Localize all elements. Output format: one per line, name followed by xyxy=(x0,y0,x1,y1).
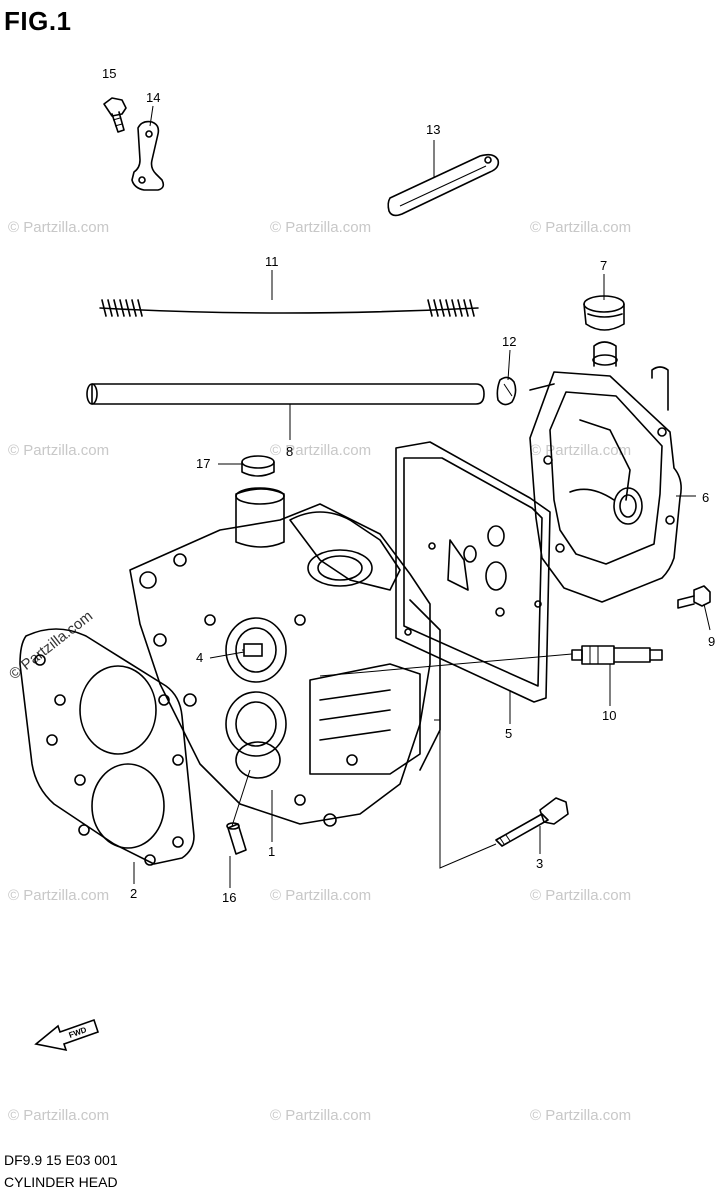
watermark: © Partzilla.com xyxy=(270,219,371,236)
watermark: © Partzilla.com xyxy=(530,219,631,236)
part-2-head-gasket xyxy=(19,628,195,866)
part-16-dowel-pin xyxy=(226,822,247,855)
callout-2: 2 xyxy=(130,886,137,901)
callout-13: 13 xyxy=(426,122,440,137)
part-11-spring-rod xyxy=(99,299,479,317)
part-6-head-cover xyxy=(529,341,682,603)
fwd-arrow: FWD xyxy=(34,1018,100,1052)
part-7-cap xyxy=(583,295,625,331)
callout-8: 8 xyxy=(286,444,293,459)
callout-16: 16 xyxy=(222,890,236,905)
part-5-gasket xyxy=(395,441,551,703)
part-3-bolt xyxy=(495,797,569,847)
watermark: © Partzilla.com xyxy=(270,1107,371,1124)
callout-7: 7 xyxy=(600,258,607,273)
watermark: © Partzilla.com xyxy=(270,887,371,904)
part-12-clip xyxy=(496,376,517,406)
leader-lines xyxy=(133,105,711,888)
callout-6: 6 xyxy=(702,490,709,505)
part-9-bolt xyxy=(677,585,711,609)
part-8-tube xyxy=(86,383,485,405)
callout-12: 12 xyxy=(502,334,516,349)
watermark: © Partzilla.com xyxy=(530,1107,631,1124)
part-14-bracket xyxy=(131,120,165,191)
callout-5: 5 xyxy=(505,726,512,741)
diagram-name: CYLINDER HEAD xyxy=(4,1174,118,1190)
callout-10: 10 xyxy=(602,708,616,723)
diagram-code: DF9.9 15 E03 001 xyxy=(4,1152,118,1168)
callout-17: 17 xyxy=(196,456,210,471)
watermark-rotated: © Partzilla.com xyxy=(6,608,96,684)
callout-14: 14 xyxy=(146,90,160,105)
callout-9: 9 xyxy=(708,634,715,649)
watermark: © Partzilla.com xyxy=(8,219,109,236)
watermark: © Partzilla.com xyxy=(8,887,109,904)
watermark: © Partzilla.com xyxy=(8,442,109,459)
callout-3: 3 xyxy=(536,856,543,871)
part-15-bolt xyxy=(103,97,127,133)
watermark: © Partzilla.com xyxy=(8,1107,109,1124)
part-10-sensor xyxy=(571,645,663,665)
watermark: © Partzilla.com xyxy=(530,442,631,459)
watermark: © Partzilla.com xyxy=(270,442,371,459)
watermark-layer: © Partzilla.com © Partzilla.com © Partzi… xyxy=(6,219,631,1124)
callout-4: 4 xyxy=(196,650,203,665)
callout-15: 15 xyxy=(102,66,116,81)
callout-11: 11 xyxy=(265,254,279,269)
callout-1: 1 xyxy=(268,844,275,859)
part-17-plug xyxy=(241,455,275,477)
figure-title: FIG.1 xyxy=(4,6,72,36)
part-13-strap xyxy=(387,153,500,217)
watermark: © Partzilla.com xyxy=(530,887,631,904)
callout-labels: 15 14 13 11 7 12 8 17 6 9 4 10 5 2 16 1 … xyxy=(102,66,715,905)
part-1-cylinder-head xyxy=(129,487,441,827)
